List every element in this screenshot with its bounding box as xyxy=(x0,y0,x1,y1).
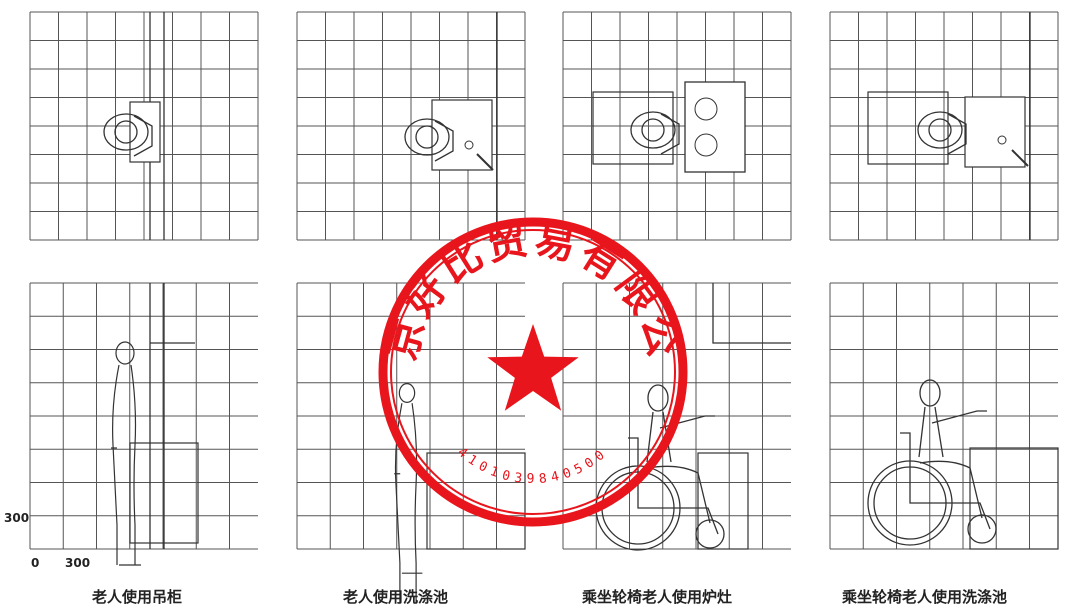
grid-lines xyxy=(829,282,1058,550)
sink-cabinet xyxy=(426,452,526,550)
burner-1 xyxy=(694,97,718,121)
person-plan-4 xyxy=(917,111,967,155)
company-seal: 南京好比贸易有限公司 4101039840500 xyxy=(373,212,688,527)
stove-top xyxy=(684,81,746,173)
wheelchair-plan-2 xyxy=(867,91,949,165)
grid-lines xyxy=(829,11,1059,241)
seal-serial-number: 4101039840500 xyxy=(454,445,611,487)
cabinet-wall-elev xyxy=(149,283,165,549)
grid-lines xyxy=(562,11,792,241)
wheelchair-plan-1 xyxy=(592,91,674,165)
caption-wheelchair-stove: 乘坐轮椅老人使用炉灶 xyxy=(582,588,733,606)
grid-lines xyxy=(29,282,258,550)
sink-faucet-2 xyxy=(1011,149,1029,167)
caption-wheelchair-sink: 乘坐轮椅老人使用洗涤池 xyxy=(842,588,1008,606)
caption-sink: 老人使用洗涤池 xyxy=(343,588,449,606)
grid-elev-wheelchair-sink xyxy=(829,282,1059,550)
panel-plan-sink xyxy=(296,11,527,252)
seal-inner-ring xyxy=(390,229,676,515)
panel-plan-cabinet xyxy=(29,11,260,252)
scale-origin-label: 0 xyxy=(31,556,40,570)
cabinet-edge xyxy=(129,101,161,163)
sink-drain xyxy=(464,140,474,150)
grid-plan-cabinet xyxy=(29,11,259,241)
person-plan-2 xyxy=(404,118,454,162)
sink-faucet xyxy=(476,153,494,171)
seal-star xyxy=(487,324,579,411)
seal-outer-ring xyxy=(378,217,688,527)
grid-plan-sink xyxy=(296,11,526,241)
person-elev-1 xyxy=(111,341,141,566)
person-plan-3 xyxy=(630,111,680,155)
sink-drain-2 xyxy=(997,135,1007,145)
range-hood xyxy=(712,283,791,344)
burner-2 xyxy=(694,133,718,157)
panel-elev-wheelchair-sink xyxy=(829,282,1060,550)
panel-plan-wheelchair-sink xyxy=(829,11,1060,252)
sink-counter-2 xyxy=(964,96,1026,168)
grid-elev-cabinet xyxy=(29,282,258,566)
grid-plan-wheelchair-sink xyxy=(829,11,1059,241)
person-plan-1 xyxy=(103,113,153,157)
grid-lines xyxy=(562,282,791,550)
wheelchair-elev-2 xyxy=(867,379,997,546)
lower-cabinet xyxy=(129,442,199,544)
caption-cabinet: 老人使用吊柜 xyxy=(92,588,183,606)
panel-elev-cabinet xyxy=(29,282,260,566)
stove-cabinet xyxy=(697,452,749,550)
sink-cabinet-2 xyxy=(969,447,1059,550)
scale-y-label: 300 xyxy=(4,511,30,525)
scale-x-label: 300 xyxy=(65,556,91,570)
